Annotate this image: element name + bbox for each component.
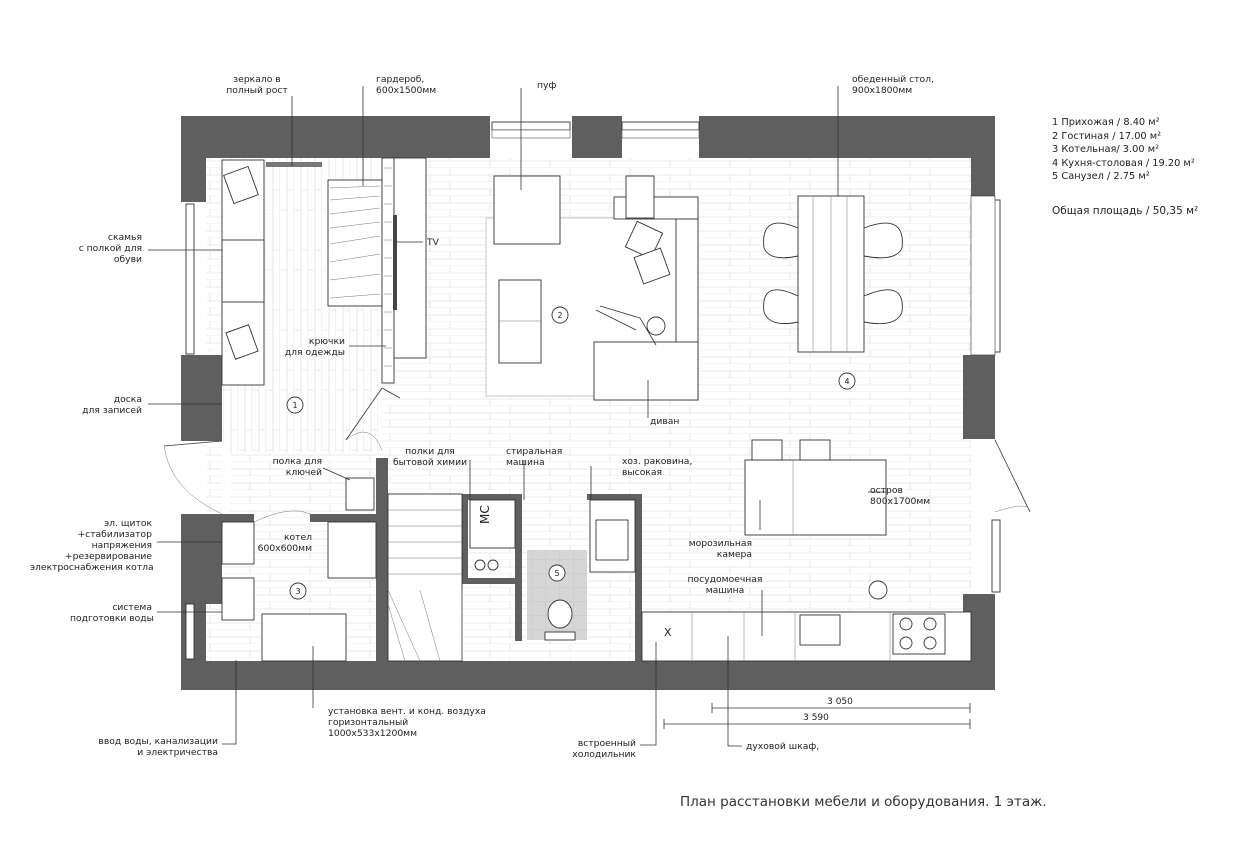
key-shelf <box>345 477 375 511</box>
dining-set <box>763 195 903 353</box>
coffee-table <box>498 279 542 364</box>
label-oven: духовой шкаф, <box>746 741 820 752</box>
label-dining-table: обеденный стол,900x1800мм <box>852 74 934 96</box>
legend-item: 1 Прихожая / 8.40 м² <box>1052 117 1160 128</box>
label-tv: TV <box>427 237 439 248</box>
vent-unit <box>261 613 347 662</box>
interior-walls <box>206 458 642 661</box>
water-system <box>221 577 255 621</box>
washer <box>469 499 516 549</box>
label-pouf: пуф <box>537 80 557 91</box>
leader-lines <box>148 86 886 747</box>
electrical-panel <box>221 521 255 565</box>
toilet <box>547 599 573 629</box>
dimension-3590: 3 590 <box>803 713 829 723</box>
legend-item: 4 Кухня-столовая / 19.20 м² <box>1052 157 1195 169</box>
label-wardrobe: гардероб,600x1500мм <box>376 74 437 96</box>
label-sofa: диван <box>650 416 680 427</box>
room-number-1: 1 <box>292 401 298 410</box>
label-x: X <box>664 626 672 639</box>
bench <box>221 159 265 386</box>
mirror <box>266 162 322 167</box>
legend-item: 3 Котельная/ 3.00 м² <box>1052 144 1160 155</box>
outer-walls <box>181 116 995 690</box>
staircase <box>387 493 463 662</box>
tv-cabinet <box>381 157 427 384</box>
label-sink: хоз. раковина,высокая <box>622 456 693 478</box>
room-number-3: 3 <box>295 587 301 596</box>
room-number-5: 5 <box>554 569 560 578</box>
windows <box>185 121 1001 660</box>
dimension-lines <box>663 703 971 729</box>
wardrobe <box>327 179 383 307</box>
kitchen-island <box>744 439 887 536</box>
label-mc: MC <box>478 505 492 524</box>
boiler <box>327 521 377 579</box>
legend-item: 5 Санузел / 2.75 м² <box>1052 171 1150 182</box>
room-number-4: 4 <box>844 377 850 386</box>
kitchen-counter <box>641 580 972 662</box>
total-area: Общая площадь / 50,35 м² <box>1052 205 1199 217</box>
dimension-3050: 3 050 <box>827 697 853 707</box>
room-legend: 1 Прихожая / 8.40 м² 2 Гостиная / 17.00 … <box>1052 116 1195 184</box>
pouf <box>493 175 561 245</box>
legend-item: 2 Гостиная / 17.00 м² <box>1052 130 1162 142</box>
plan-title: План расстановки мебели и оборудования. … <box>680 794 1047 810</box>
room-markers <box>286 306 856 600</box>
sofa <box>593 175 699 401</box>
room-number-2: 2 <box>557 311 563 320</box>
